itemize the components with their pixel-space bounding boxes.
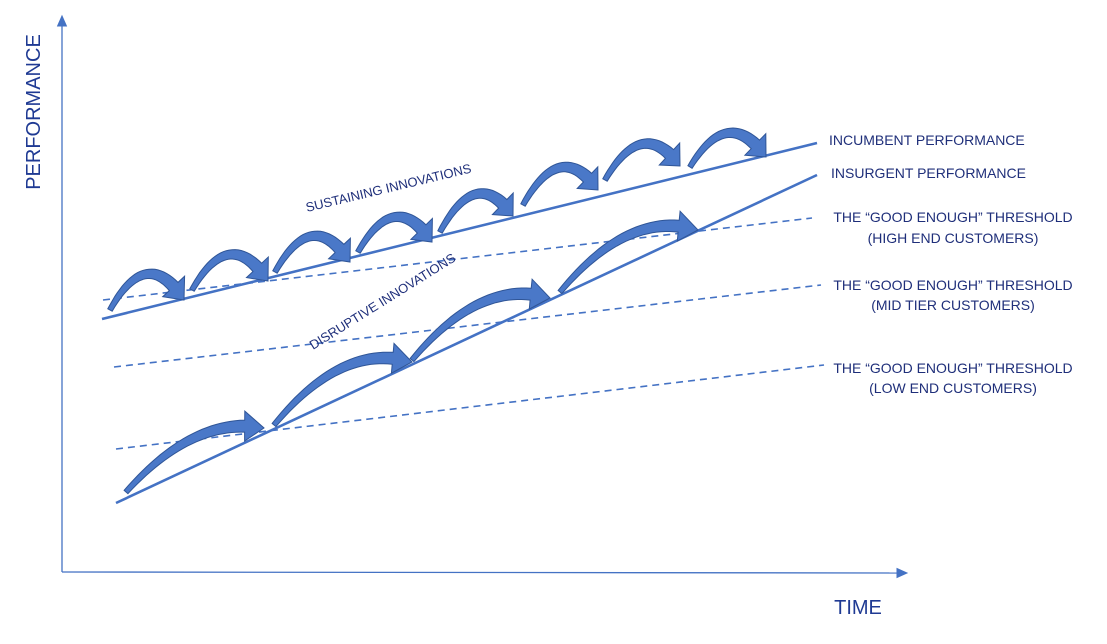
incumbent-line (101, 141, 818, 321)
sustaining-arrow-1 (107, 268, 186, 312)
sustaining-arrow-8 (687, 127, 767, 169)
threshold-low-line2: (LOW END CUSTOMERS) (869, 380, 1037, 396)
disruptive-arrow-3 (409, 278, 551, 363)
x-axis-label: TIME (834, 597, 882, 619)
sustaining-arrow-7 (602, 138, 681, 182)
sustaining-arrow-2 (189, 249, 269, 292)
sustaining-arrow-4 (355, 211, 433, 254)
threshold-mid-line2: (MID TIER CUSTOMERS) (871, 297, 1035, 313)
sustaining-arrow-6 (520, 161, 599, 207)
threshold-high-line1: THE “GOOD ENOUGH” THRESHOLD (833, 209, 1072, 225)
threshold-line-low (115, 364, 825, 450)
disruptive-arrow-1 (123, 410, 265, 495)
sustaining-innovations-label: SUSTAINING INNOVATIONS (304, 161, 473, 215)
threshold-mid-line1: THE “GOOD ENOUGH” THRESHOLD (833, 277, 1072, 293)
disruptive-arrow-2 (271, 342, 413, 428)
insurgent-line (115, 173, 818, 505)
threshold-line-mid (113, 284, 822, 368)
insurgent-label: INSURGENT PERFORMANCE (831, 165, 1026, 181)
x-axis (61, 567, 909, 579)
sustaining-arrows (107, 127, 767, 312)
disruptive-arrow-4 (557, 210, 699, 295)
sustaining-arrow-5 (437, 188, 514, 234)
incumbent-label: INCUMBENT PERFORMANCE (829, 132, 1025, 148)
y-axis-label: PERFORMANCE (23, 34, 45, 190)
sustaining-arrow-3 (272, 230, 351, 274)
threshold-low-line1: THE “GOOD ENOUGH” THRESHOLD (833, 360, 1072, 376)
threshold-high-line2: (HIGH END CUSTOMERS) (868, 230, 1039, 246)
disruptive-arrows (123, 210, 699, 495)
